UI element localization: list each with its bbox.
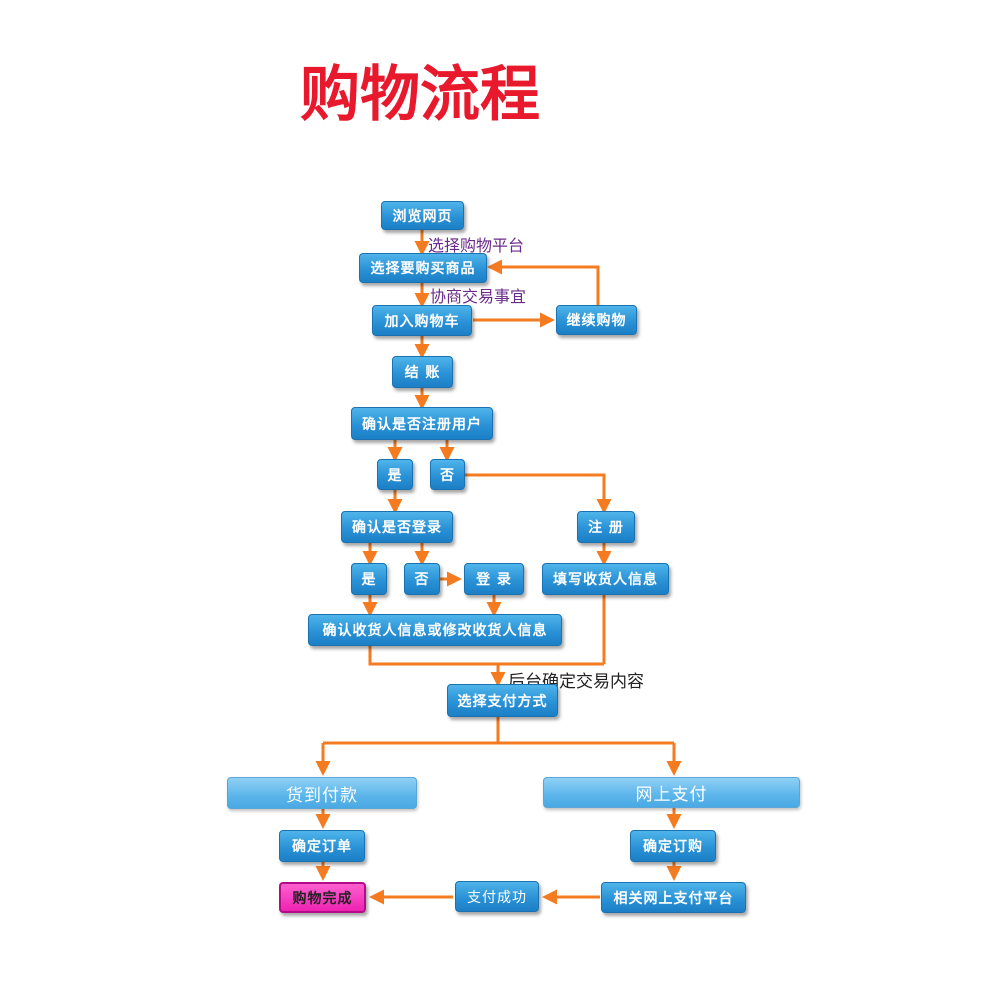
node-confirm-purchase: 确定订购 — [630, 830, 716, 862]
node-yes-login: 是 — [351, 563, 387, 595]
line-receiver-merge — [368, 646, 604, 666]
node-add-cart: 加入购物车 — [372, 305, 472, 336]
node-cash-on-delivery: 货到付款 — [227, 777, 417, 809]
node-online-payment: 网上支付 — [543, 777, 800, 808]
node-confirm-order: 确定订单 — [279, 830, 365, 862]
node-no-registered: 否 — [430, 459, 465, 490]
node-confirm-registered: 确认是否注册用户 — [351, 407, 493, 440]
label-choose-platform: 选择购物平台 — [428, 236, 525, 255]
node-register: 注 册 — [577, 511, 635, 543]
node-confirm-receiver: 确认收货人信息或修改收货人信息 — [308, 614, 562, 646]
node-confirm-login: 确认是否登录 — [341, 511, 453, 543]
node-continue-shopping: 继续购物 — [556, 305, 637, 335]
node-yes-registered: 是 — [377, 459, 413, 490]
arrow-continue-loop — [487, 259, 600, 305]
node-login: 登 录 — [464, 563, 524, 595]
node-shopping-done: 购物完成 — [279, 882, 366, 913]
label-negotiate: 协商交易事宜 — [430, 287, 527, 306]
page-title: 购物流程 — [300, 60, 540, 130]
node-pay-platform: 相关网上支付平台 — [601, 882, 746, 913]
line-payment-split — [323, 717, 674, 745]
arrow-no-to-register — [465, 473, 612, 514]
node-no-login: 否 — [404, 563, 440, 595]
node-fill-receiver: 填写收货人信息 — [542, 563, 669, 595]
node-select-payment: 选择支付方式 — [447, 684, 558, 717]
node-select-goods: 选择要购买商品 — [359, 253, 487, 283]
node-pay-success: 支付成功 — [455, 881, 539, 912]
node-checkout: 结 账 — [392, 356, 453, 388]
node-browse: 浏览网页 — [381, 201, 464, 230]
